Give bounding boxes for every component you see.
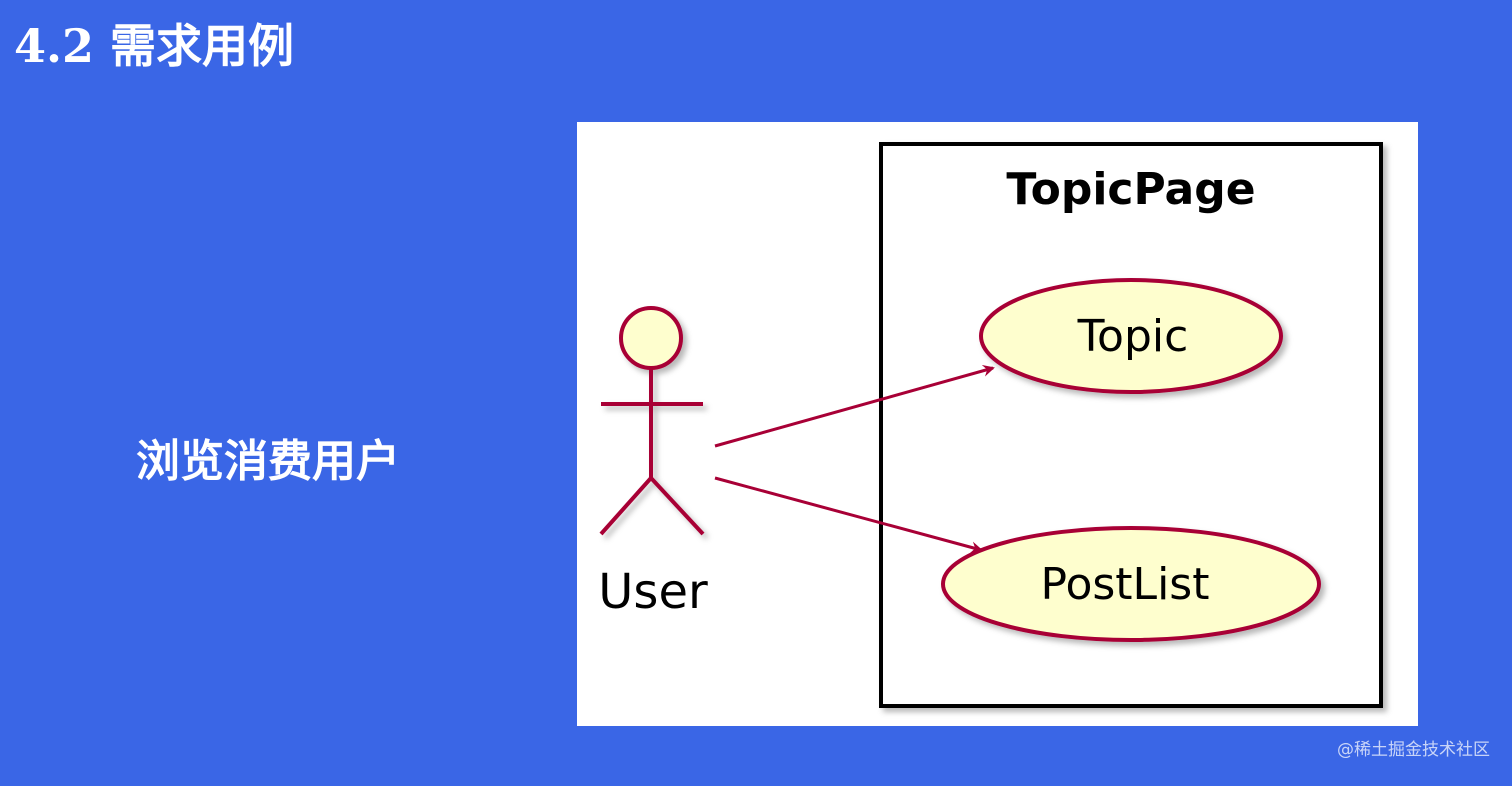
use-case-postlist: PostList (941, 526, 1321, 642)
slide-title: 4.2 需求用例 (14, 19, 295, 73)
watermark-text: @稀土掘金技术社区 (1337, 740, 1490, 760)
use-case-diagram-svg: TopicPage User Topic PostList (598, 142, 1383, 708)
use-case-postlist-ellipse (941, 526, 1321, 642)
actor-left-leg (599, 476, 653, 536)
use-case-topic-ellipse (979, 278, 1283, 394)
actor-right-leg (649, 476, 705, 536)
use-case-postlist-label: PostList (1041, 559, 1210, 610)
associations (714, 364, 995, 554)
arrow-user-to-topic (714, 364, 995, 448)
slide-subtitle: 浏览消费用户 (136, 436, 400, 487)
actor-label: User (598, 564, 708, 620)
use-case-topic-label: Topic (1077, 311, 1189, 362)
actor-head (619, 306, 683, 370)
actor-user (599, 306, 705, 536)
use-case-topic: Topic (979, 278, 1283, 394)
arrow-user-to-postlist (714, 476, 983, 554)
use-case-diagram: TopicPage User Topic PostList (577, 122, 1418, 726)
system-name-label: TopicPage (1006, 164, 1255, 215)
